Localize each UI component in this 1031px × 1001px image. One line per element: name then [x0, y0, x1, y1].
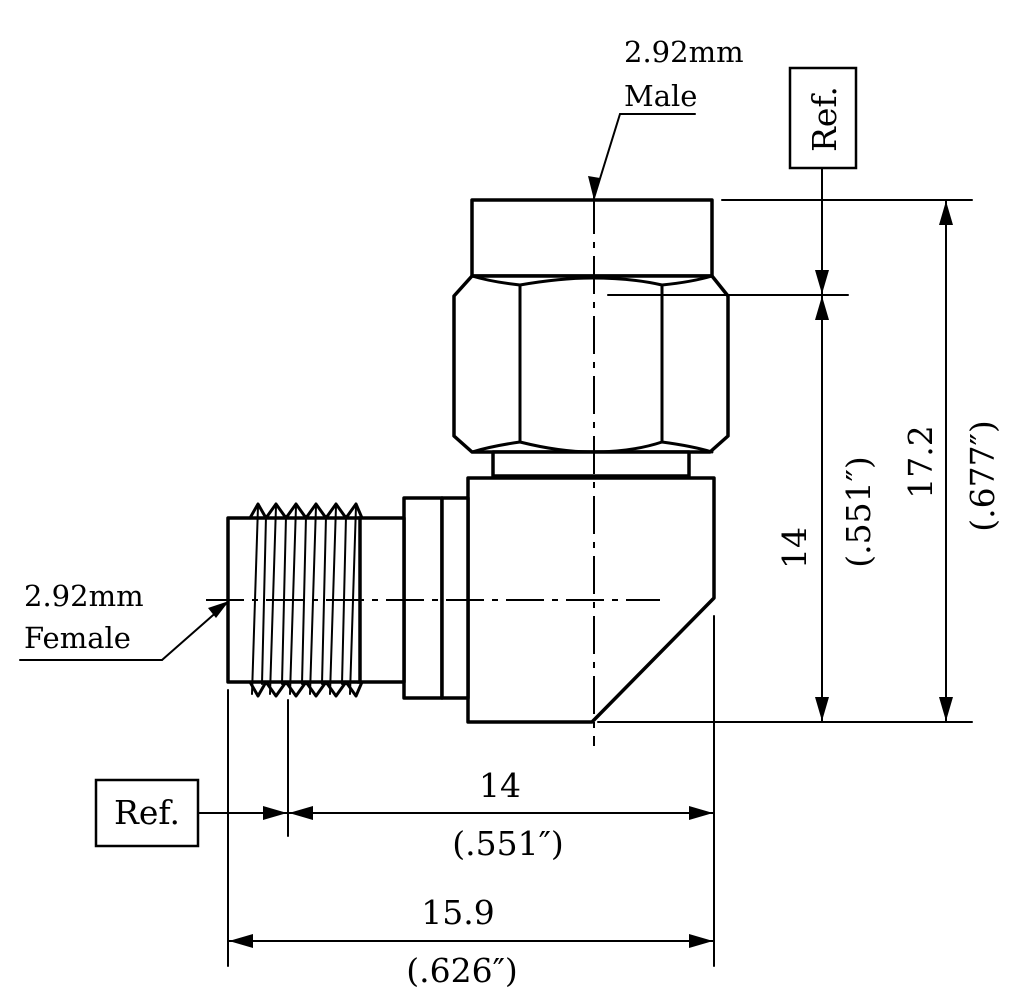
vertical-dimension-lines	[597, 167, 973, 723]
width-ref-in: (.551″)	[452, 824, 564, 863]
ref-box-top	[788, 66, 858, 170]
male-hex-nut	[452, 274, 730, 454]
thread-crest-bottom	[248, 680, 364, 698]
female-connector	[226, 496, 470, 700]
female-flange-inner	[440, 496, 470, 700]
ref-label-bottom: Ref.	[114, 793, 180, 832]
female-flange-outer	[402, 496, 444, 700]
width-ref-mm: 14	[479, 766, 521, 805]
width-total-mm: 15.9	[421, 893, 494, 932]
horizontal-dimension-lines	[197, 615, 715, 967]
ref-box-bottom	[94, 778, 200, 848]
male-gender-label: Male	[624, 79, 697, 113]
width-total-in: (.626″)	[406, 951, 518, 990]
male-size-label: 2.92mm	[624, 35, 744, 69]
height-total-mm: 17.2	[901, 425, 940, 498]
male-neck	[491, 450, 691, 478]
female-gender-label: Female	[24, 621, 131, 655]
male-label-leader	[588, 113, 696, 200]
height-ref-mm: 14	[775, 527, 814, 569]
male-connector	[452, 198, 730, 478]
height-ref-in: (.551″)	[839, 456, 878, 568]
height-total-in: (.677″)	[963, 420, 1002, 532]
male-coupling-top	[470, 198, 714, 278]
ref-label-top: Ref.	[805, 86, 844, 152]
female-label-leader	[19, 601, 229, 661]
female-size-label: 2.92mm	[24, 579, 144, 613]
